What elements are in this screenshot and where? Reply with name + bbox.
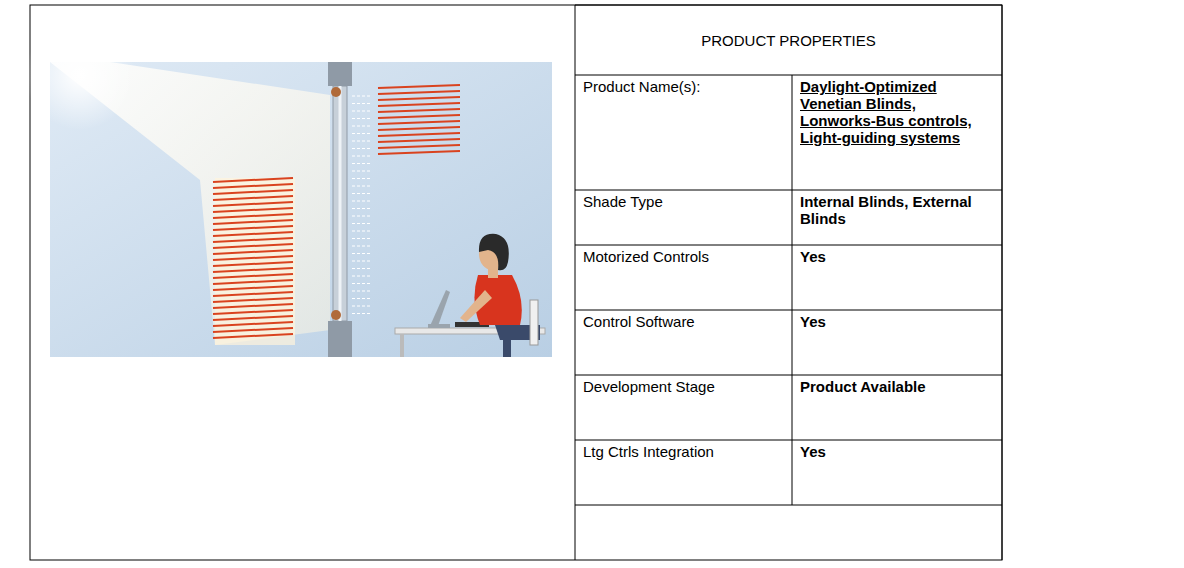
property-name: Ltg Ctrls Integration <box>583 443 784 460</box>
property-name-cell: Ltg Ctrls Integration <box>575 440 792 505</box>
property-value-cell: Yes <box>792 310 1002 375</box>
property-name-cell: Product Name(s): <box>575 75 792 190</box>
property-name: Development Stage <box>583 378 784 395</box>
property-name-cell: Development Stage <box>575 375 792 440</box>
property-value: Yes <box>800 313 994 330</box>
property-name: Control Software <box>583 313 784 330</box>
outer-frame <box>30 5 1002 560</box>
property-value-cell: Product Available <box>792 375 1002 440</box>
property-value-cell: Internal Blinds, External Blinds <box>792 190 1002 245</box>
property-value: Yes <box>800 443 994 460</box>
property-name-cell: Control Software <box>575 310 792 375</box>
property-value-cell: Yes <box>792 440 1002 505</box>
property-value: Internal Blinds, External Blinds <box>800 193 994 227</box>
property-name: Shade Type <box>583 193 784 210</box>
property-value: Daylight-Optimized Venetian Blinds, Lonw… <box>800 78 994 146</box>
property-name: Motorized Controls <box>583 248 784 265</box>
property-value: Product Available <box>800 378 994 395</box>
property-name-cell: Motorized Controls <box>575 245 792 310</box>
table-header: PRODUCT PROPERTIES <box>701 32 875 49</box>
property-value-cell: Yes <box>792 245 1002 310</box>
table-header-cell: PRODUCT PROPERTIES <box>575 5 1002 75</box>
property-value-cell: Daylight-Optimized Venetian Blinds, Lonw… <box>792 75 1002 190</box>
property-name-cell: Shade Type <box>575 190 792 245</box>
property-value: Yes <box>800 248 994 265</box>
table-grid <box>575 5 1002 560</box>
window-scene <box>25 20 552 357</box>
property-name: Product Name(s): <box>583 78 784 95</box>
column-divider <box>575 5 576 560</box>
